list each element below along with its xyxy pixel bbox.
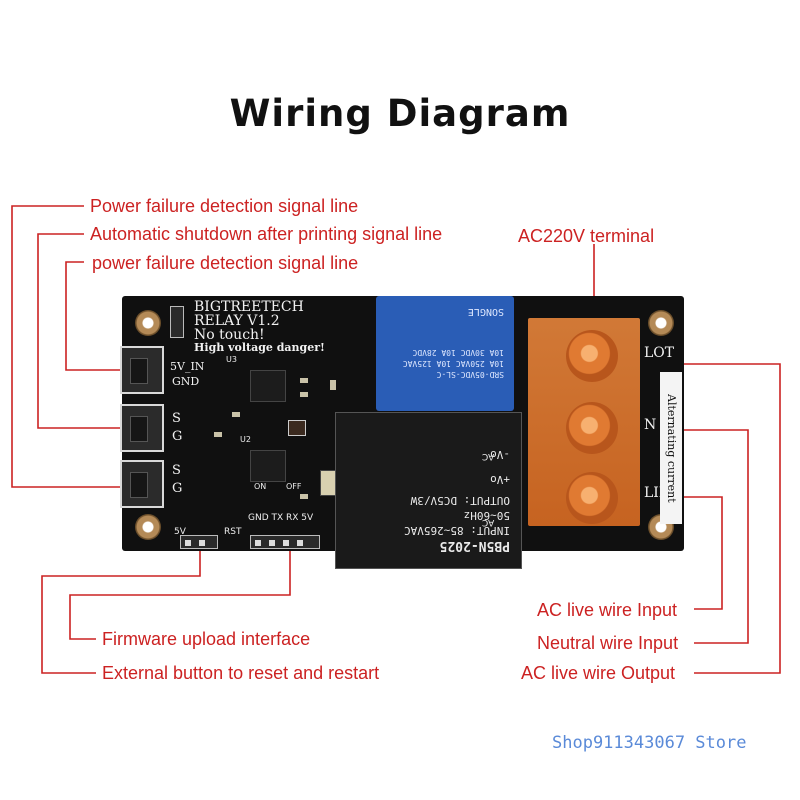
- leader-auto-shutdown: [37, 233, 120, 429]
- relay-srd-05vdc: SRD-05VDC-SL-C 10A 250VAC 10A 125VAC 10A…: [376, 296, 514, 411]
- board-warning-high-voltage: High voltage danger!: [194, 341, 325, 354]
- relay-brand: SONGLE: [467, 306, 504, 317]
- terminal-screw-lot[interactable]: [566, 330, 618, 382]
- board-model: RELAY V1.2: [194, 313, 280, 329]
- serial-header-label: GND TX RX 5V: [248, 513, 314, 523]
- pin-label-s2: S: [172, 463, 181, 478]
- leader-firmware: [69, 550, 291, 640]
- label-firmware-upload: Firmware upload interface: [102, 629, 311, 649]
- label-power-failure-detection-2: power failure detection signal line: [92, 253, 359, 273]
- terminal-label-n: N: [644, 417, 657, 433]
- relay-model: SRD-05VDC-SL-C: [436, 370, 504, 379]
- label-ac220v-terminal: AC220V terminal: [518, 226, 655, 246]
- power-supply-module: PB5N-2025 INPUT: 85~265VAC 50~60Hz OUTPU…: [335, 412, 522, 569]
- label-power-failure-detection-1: Power failure detection signal line: [90, 196, 359, 216]
- ic-label-u3: U3: [226, 355, 237, 364]
- pin-label-gnd: GND: [172, 375, 200, 388]
- mount-hole-bottom-left: [135, 514, 161, 540]
- header-label-rst: RST: [224, 527, 242, 537]
- ic-label-u2: U2: [240, 435, 251, 444]
- diagram-title: Wiring Diagram: [229, 92, 571, 135]
- leader-power-fail-2: [65, 261, 120, 371]
- pin-label-5v-in: 5V_IN: [170, 360, 205, 373]
- mount-hole-top-left: [135, 310, 161, 336]
- alternating-current-label: Alternating current: [660, 372, 682, 524]
- board-brand: BIGTREETECH: [194, 299, 304, 315]
- pin-label-g2: G: [172, 481, 183, 496]
- label-ac-live-input: AC live wire Input: [537, 600, 678, 620]
- terminal-screw-lin[interactable]: [566, 472, 618, 524]
- jumper-header[interactable]: [170, 306, 184, 338]
- label-ac-live-output: AC live wire Output: [521, 663, 676, 683]
- fuse: [320, 470, 336, 496]
- leader-power-fail-1: [11, 205, 120, 488]
- label-off: OFF: [286, 482, 302, 491]
- connector-power-fail-signal[interactable]: [120, 460, 164, 508]
- psu-vplus: +Vo: [490, 473, 510, 486]
- smd-part: [300, 392, 308, 397]
- pin-label-s1: S: [172, 411, 181, 426]
- store-watermark: Shop911343067 Store: [552, 733, 747, 753]
- ic-u3: [250, 370, 286, 402]
- smd-part: [300, 378, 308, 383]
- psu-ac-label-1: AC: [482, 451, 495, 461]
- reset-button-header[interactable]: [180, 535, 218, 549]
- firmware-upload-header[interactable]: [250, 535, 320, 549]
- ic-u2: [250, 450, 286, 482]
- board-warning-no-touch: No touch!: [194, 327, 265, 343]
- leader-reset: [41, 550, 201, 674]
- label-on: ON: [254, 482, 267, 491]
- header-label-5v: 5V: [174, 527, 186, 537]
- psu-model: PB5N-2025: [439, 538, 510, 553]
- relay-rating-2: 10A 30VDC 10A 28VDC: [412, 348, 504, 357]
- leader-neutral-in: [640, 429, 749, 644]
- connector-5v-in[interactable]: [120, 346, 164, 394]
- pin-label-g1: G: [172, 429, 183, 444]
- capacitor: [288, 420, 306, 436]
- leader-live-out: [640, 363, 781, 674]
- relay-rating-1: 10A 250VAC 10A 125VAC: [402, 359, 504, 368]
- connector-shutdown-signal[interactable]: [120, 404, 164, 452]
- smd-part: [300, 494, 308, 499]
- label-reset-button: External button to reset and restart: [102, 663, 380, 683]
- smd-part: [214, 432, 222, 437]
- psu-output: OUTPUT: DC5V/3W: [410, 494, 510, 507]
- label-neutral-input: Neutral wire Input: [537, 633, 679, 653]
- label-auto-shutdown: Automatic shutdown after printing signal…: [90, 224, 443, 244]
- psu-ac-label-2: AC: [482, 517, 495, 527]
- terminal-label-lot: LOT: [644, 345, 675, 361]
- terminal-screw-n[interactable]: [566, 402, 618, 454]
- smd-part: [330, 380, 336, 390]
- mount-hole-top-right: [648, 310, 674, 336]
- smd-part: [232, 412, 240, 417]
